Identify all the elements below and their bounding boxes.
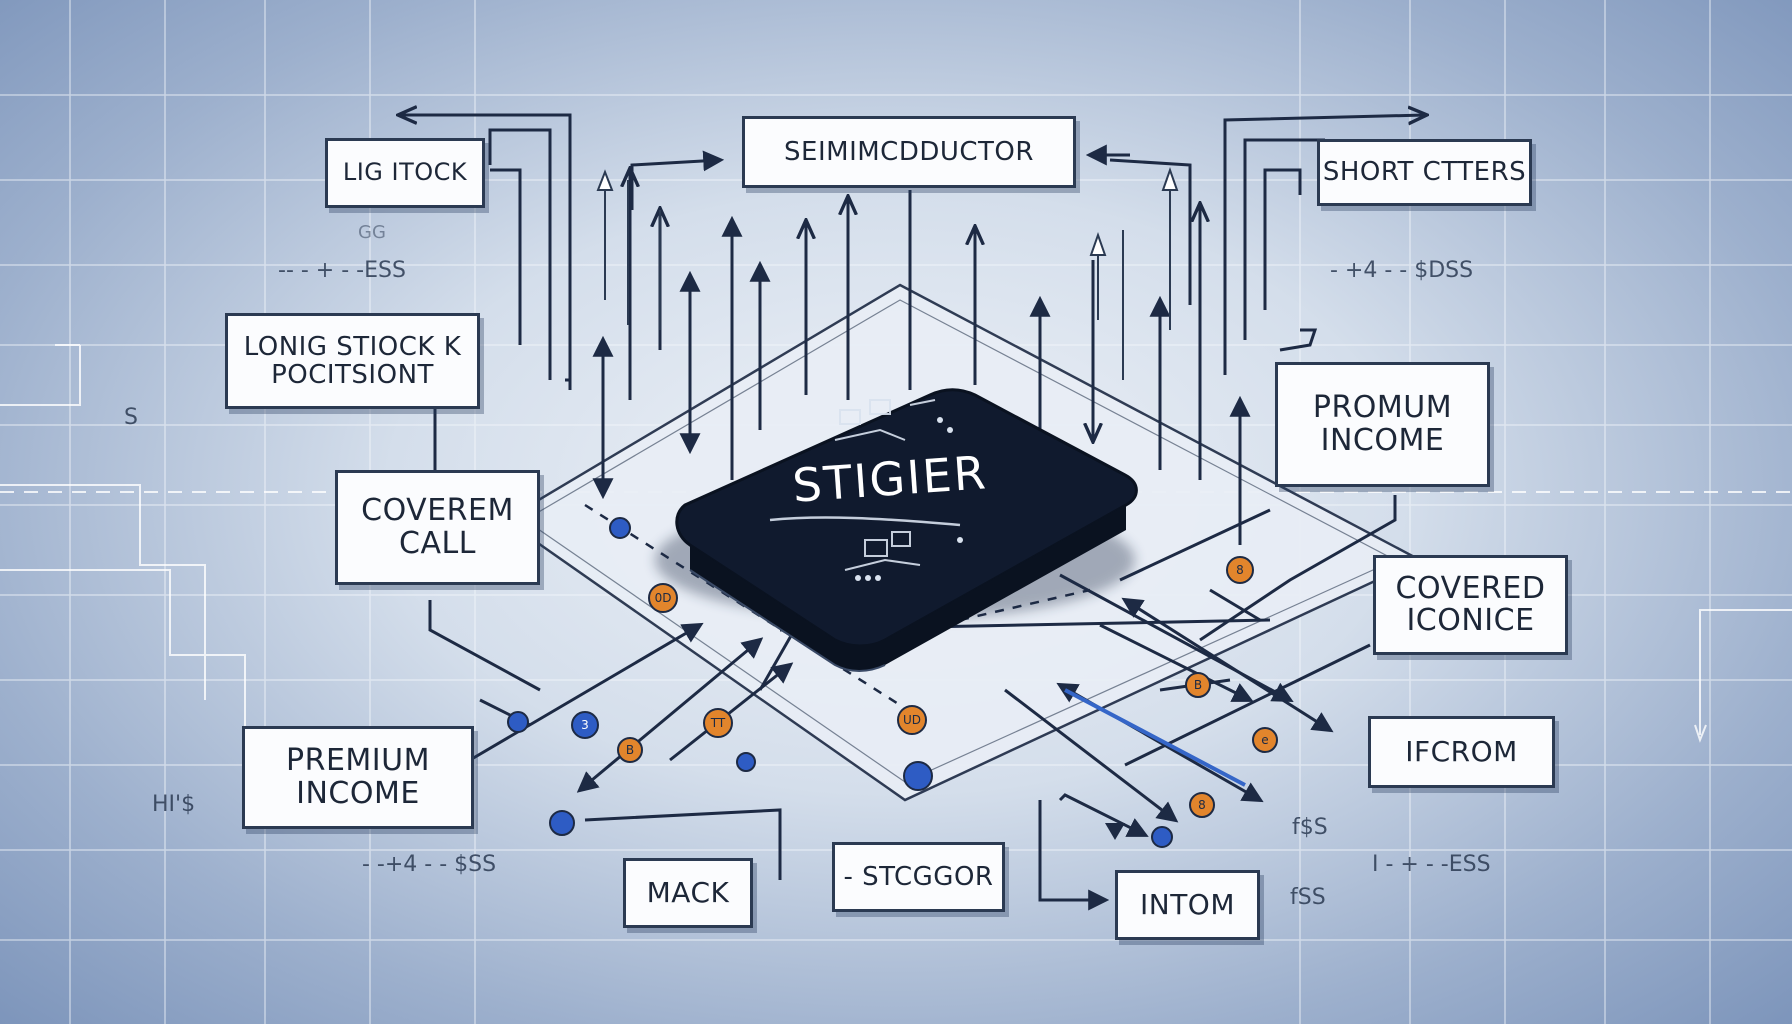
coin-blue-7 <box>1151 826 1173 848</box>
svg-text:B: B <box>626 743 634 757</box>
chip-body <box>675 388 1138 672</box>
coin-blue-1: 3 <box>571 711 599 739</box>
annotation-right-top: - +4 - - $DSS <box>1330 258 1474 283</box>
box-long-stock-position[interactable]: LONIG STIOCK K POCITSIONT <box>225 313 480 409</box>
box-stcggor[interactable]: - STCGGOR <box>832 842 1005 912</box>
box-ifcrom-label: IFCROM <box>1405 734 1518 768</box>
coin-blue-3 <box>507 711 529 733</box>
annotation-left-top-small: GG <box>358 222 386 243</box>
svg-text:8: 8 <box>1236 563 1244 577</box>
annotation-right-f2: fSS <box>1290 885 1326 910</box>
annotation-left-bottom: - -+4 - - $SS <box>362 852 497 877</box>
coin-0d: 0D <box>648 583 678 613</box>
coin-blue-2 <box>609 517 631 539</box>
box-premium-income-left-line1: PREMIUM <box>286 743 430 779</box>
box-mack[interactable]: MACK <box>623 858 753 928</box>
svg-text:0D: 0D <box>655 591 672 605</box>
box-premium-income-left-line2: INCOME <box>296 775 420 811</box>
box-lig-itock-label: LIG ITOCK <box>342 158 468 187</box>
box-lig-itock[interactable]: LIG ITOCK <box>325 138 485 208</box>
box-long-stock-line2: POCITSIONT <box>271 360 434 390</box>
svg-text:TT: TT <box>710 716 726 730</box>
svg-text:e: e <box>1261 733 1268 747</box>
coin-b-right: B <box>1185 672 1211 698</box>
box-intom-label: INTOM <box>1139 887 1235 921</box>
antenna-stems <box>596 166 1179 380</box>
coin-blue-5 <box>736 752 756 772</box>
box-long-stock-line1: LONIG STIOCK K <box>243 331 462 362</box>
box-promum-income[interactable]: PROMUM INCOME <box>1275 362 1490 487</box>
box-stcggor-label: - STCGGOR <box>843 861 994 892</box>
box-ifcrom[interactable]: IFCROM <box>1368 716 1555 788</box>
svg-text:3: 3 <box>581 718 589 732</box>
coin-8-bottom: 8 <box>1189 792 1215 818</box>
svg-text:8: 8 <box>1198 798 1206 812</box>
box-premium-income-left[interactable]: PREMIUM INCOME <box>242 726 474 829</box>
box-intom[interactable]: INTOM <box>1115 870 1260 940</box>
box-promum-income-line2: INCOME <box>1320 422 1445 458</box>
right-elbow-connectors <box>1223 115 1425 375</box>
svg-text:B: B <box>1194 678 1202 692</box>
highlight-arrow <box>1064 688 1246 787</box>
box-covered-income-line1: COVERED <box>1395 570 1546 606</box>
svg-text:UD: UD <box>903 713 921 727</box>
box-promum-income-line1: PROMUM <box>1312 390 1453 426</box>
box-covered-income-line2: ICONICE <box>1406 603 1535 638</box>
annotation-left-top: -- - + - -ESS <box>278 258 406 283</box>
box-mack-label: MACK <box>646 875 730 909</box>
annotation-left-s: S <box>124 405 138 430</box>
coin-b-left: B <box>617 737 643 763</box>
coin-tt: TT <box>703 708 733 738</box>
annotation-right-f1: f$S <box>1292 815 1328 840</box>
left-elbow-connectors <box>400 115 572 390</box>
box-semiconductor-label: SEIMIMCDDUCTOR <box>784 136 1034 167</box>
box-short-calls[interactable]: SHORT CTTERS <box>1317 139 1532 206</box>
box-semiconductor[interactable]: SEIMIMCDDUCTOR <box>742 116 1076 188</box>
annotation-left-his: HI'$ <box>152 792 196 817</box>
box-covered-call-line1: COVEREM <box>361 493 514 529</box>
coin-8-right: 8 <box>1226 556 1254 584</box>
heart-mark <box>1105 823 1125 840</box>
box-covered-call-line2: CALL <box>399 525 476 561</box>
box-short-calls-label: SHORT CTTERS <box>1322 157 1527 188</box>
coin-blue-6 <box>903 761 933 791</box>
coin-ud: UD <box>897 705 927 735</box>
box-covered-call[interactable]: COVEREM CALL <box>335 470 540 585</box>
top-box-connectors <box>630 144 1192 390</box>
box-covered-income[interactable]: COVERED ICONICE <box>1373 555 1568 655</box>
coin-e: e <box>1252 727 1278 753</box>
coins: 0D B 3 TT UD 8 B e 8 <box>507 517 1278 848</box>
coin-blue-4 <box>549 810 575 836</box>
annotation-right-bottom: I - + - -ESS <box>1372 852 1491 877</box>
